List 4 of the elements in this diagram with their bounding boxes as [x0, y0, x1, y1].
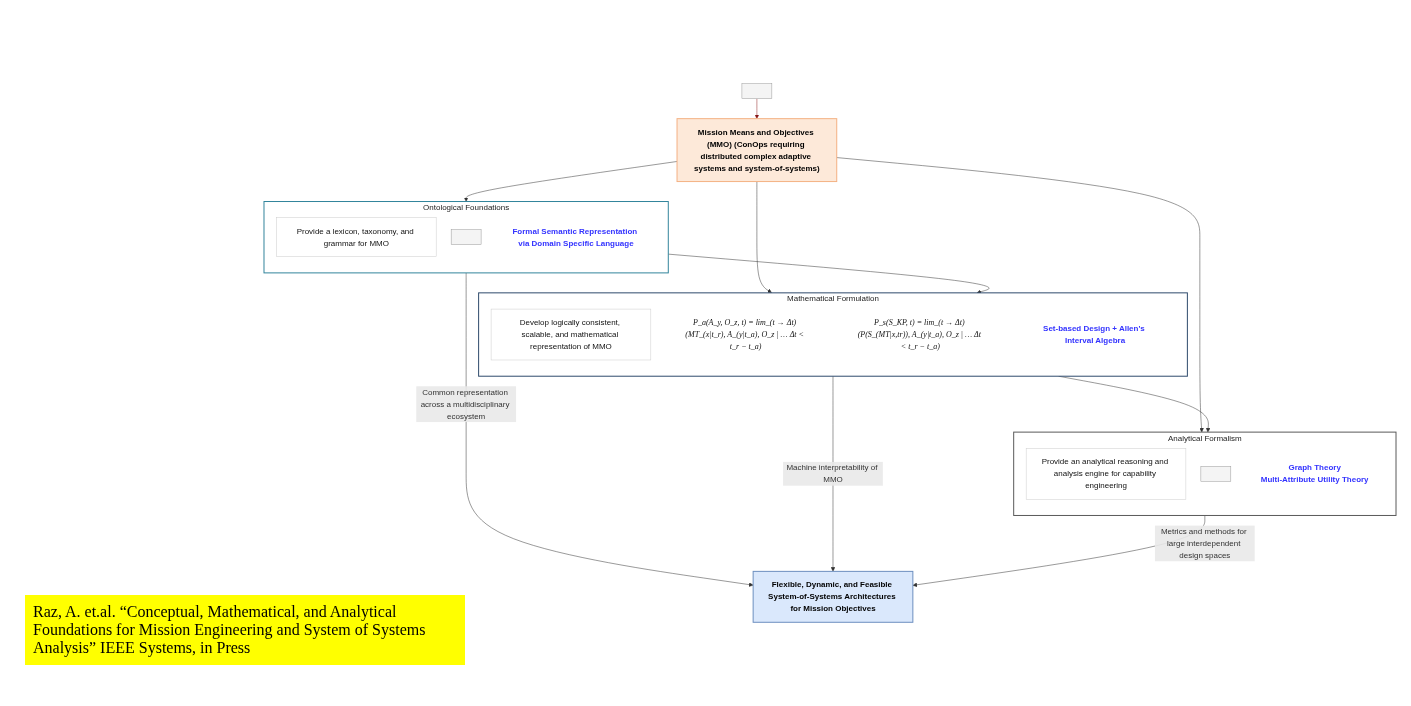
node-box: [450, 229, 482, 245]
citation-note: Raz, A. et.al. “Conceptual, Mathematical, and Analytical Foundations for Mission Engineering and System of Systems Analysis” IEEE Systems, in Press: [25, 595, 465, 665]
node-box: [1200, 466, 1232, 482]
node-box: [741, 83, 773, 99]
